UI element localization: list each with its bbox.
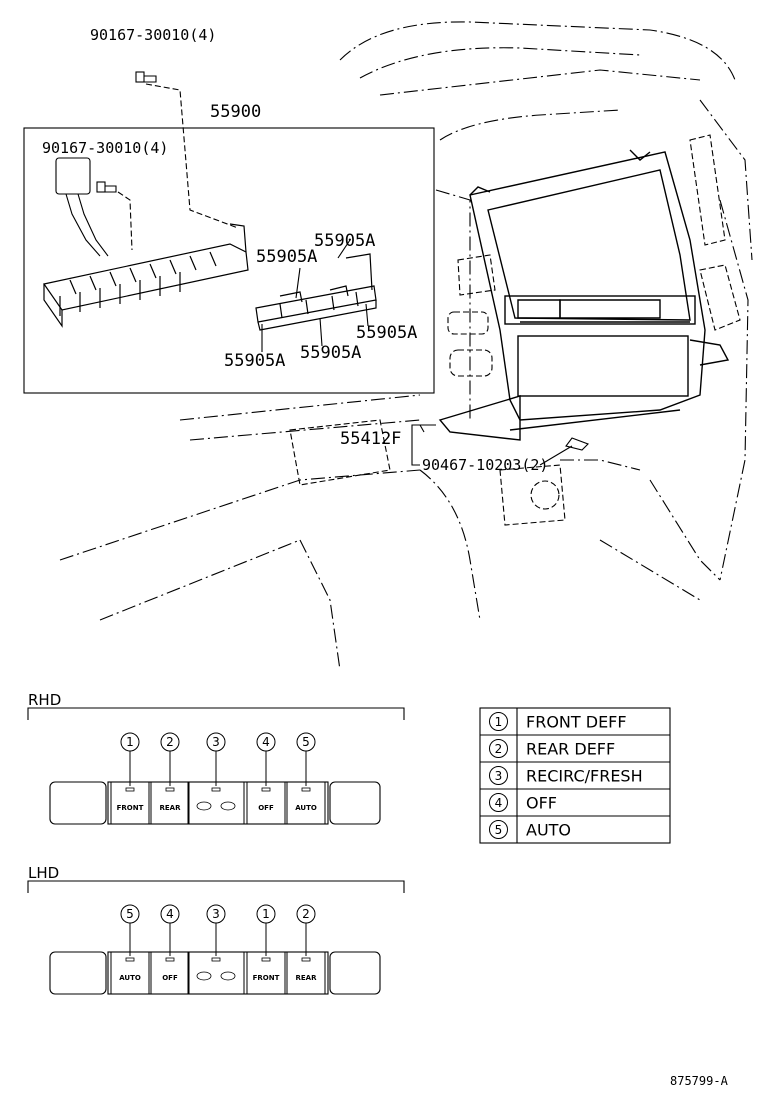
rhd-button-label: REAR bbox=[160, 804, 182, 812]
lhd-button bbox=[187, 951, 245, 995]
legend-number-circle bbox=[489, 712, 508, 731]
lhd-indicator-led bbox=[211, 957, 221, 962]
connector-cable bbox=[55, 157, 109, 257]
legend-number: 3 bbox=[495, 769, 503, 783]
rhd-callout-number: 4 bbox=[262, 735, 270, 749]
legend-number-circle bbox=[489, 820, 508, 839]
dash-vents bbox=[289, 134, 741, 526]
lhd-callout-number: 1 bbox=[262, 907, 270, 921]
lhd-rule bbox=[27, 880, 405, 893]
rhd-button-label: OFF bbox=[258, 804, 274, 812]
lhd-button bbox=[246, 951, 286, 995]
legend-table bbox=[479, 707, 671, 844]
section-lhd: LHD bbox=[28, 864, 59, 882]
lhd-indicator-led bbox=[125, 957, 135, 962]
label-knob-4: 55905A bbox=[300, 343, 361, 363]
rhd-callout-number: 1 bbox=[126, 735, 134, 749]
rhd-recirc-icon bbox=[196, 801, 212, 811]
footer-code: 875799-A bbox=[670, 1074, 729, 1088]
lhd-callout-number: 3 bbox=[212, 907, 220, 921]
label-bezel: 55412F bbox=[340, 429, 401, 449]
rhd-indicator-led bbox=[301, 787, 311, 792]
screw-inner-leader bbox=[117, 191, 133, 251]
rhd-callout-number: 2 bbox=[166, 735, 174, 749]
legend-number-circle bbox=[489, 739, 508, 758]
lhd-button-label: FRONT bbox=[253, 974, 280, 982]
screw-inner-icon bbox=[96, 181, 117, 193]
lhd-indicator-led bbox=[261, 957, 271, 962]
rhd-button bbox=[110, 781, 150, 825]
rhd-button-label: AUTO bbox=[295, 804, 317, 812]
lhd-callout-number: 5 bbox=[126, 907, 134, 921]
rhd-rule bbox=[27, 707, 405, 720]
legend-number-circle bbox=[489, 766, 508, 785]
lhd-recirc-icon bbox=[196, 971, 212, 981]
knob-strip bbox=[255, 253, 377, 331]
lhd-button bbox=[286, 951, 326, 995]
label-knob-5: 55905A bbox=[224, 351, 285, 371]
label-knob-3: 55905A bbox=[356, 323, 417, 343]
label-knob-2: 55905A bbox=[256, 247, 317, 267]
legend-text: RECIRC/FRESH bbox=[526, 767, 643, 786]
legend-number: 5 bbox=[495, 823, 503, 837]
lhd-indicator-led bbox=[301, 957, 311, 962]
legend-text: AUTO bbox=[526, 821, 571, 840]
legend-rows: 1 FRONT DEFF 2 REAR DEFF 3 RECIRC/FRESH 4 OFF 5 A… bbox=[489, 712, 643, 840]
legend-text: REAR DEFF bbox=[526, 740, 615, 759]
rhd-callout-number: 3 bbox=[212, 735, 220, 749]
rhd-button bbox=[246, 781, 286, 825]
screw-top-icon bbox=[135, 71, 157, 83]
label-clip: 90467-10203(2) bbox=[422, 456, 548, 474]
lhd-button bbox=[150, 951, 190, 995]
label-screw-inner: 90167-30010(4) bbox=[42, 139, 168, 157]
screw-top-leader bbox=[145, 83, 239, 229]
legend-text: OFF bbox=[526, 794, 557, 813]
switch-assembly-box bbox=[23, 127, 435, 394]
lhd-fresh-icon bbox=[220, 971, 236, 981]
switch-bracket bbox=[42, 223, 249, 328]
rhd-indicator-led bbox=[165, 787, 175, 792]
legend-number-circle bbox=[489, 793, 508, 812]
legend-number: 2 bbox=[495, 742, 503, 756]
rhd-button bbox=[150, 781, 190, 825]
lhd-button-label: AUTO bbox=[119, 974, 141, 982]
legend-text: FRONT DEFF bbox=[526, 713, 627, 732]
label-screw-top: 90167-30010(4) bbox=[90, 26, 216, 44]
lhd-button-label: REAR bbox=[296, 974, 318, 982]
lhd-callout-number: 2 bbox=[302, 907, 310, 921]
lhd-button bbox=[110, 951, 150, 995]
rhd-indicator-led bbox=[125, 787, 135, 792]
lhd-callout-number: 4 bbox=[166, 907, 174, 921]
rhd-button-label: FRONT bbox=[117, 804, 144, 812]
legend-number: 1 bbox=[495, 715, 503, 729]
rhd-callout-number: 5 bbox=[302, 735, 310, 749]
section-rhd: RHD bbox=[28, 691, 61, 709]
bezel-panel bbox=[438, 149, 730, 441]
rhd-button bbox=[286, 781, 326, 825]
rhd-fresh-icon bbox=[220, 801, 236, 811]
rhd-indicator-led bbox=[211, 787, 221, 792]
label-knob-1: 55905A bbox=[314, 231, 375, 251]
dashboard-outline bbox=[59, 21, 753, 671]
lhd-indicator-led bbox=[165, 957, 175, 962]
label-switch-assy: 55900 bbox=[210, 102, 261, 122]
rhd-indicator-led bbox=[261, 787, 271, 792]
rhd-button bbox=[187, 781, 245, 825]
knob-leaders bbox=[261, 239, 589, 466]
legend-number: 4 bbox=[495, 796, 503, 810]
lhd-button-label: OFF bbox=[162, 974, 178, 982]
